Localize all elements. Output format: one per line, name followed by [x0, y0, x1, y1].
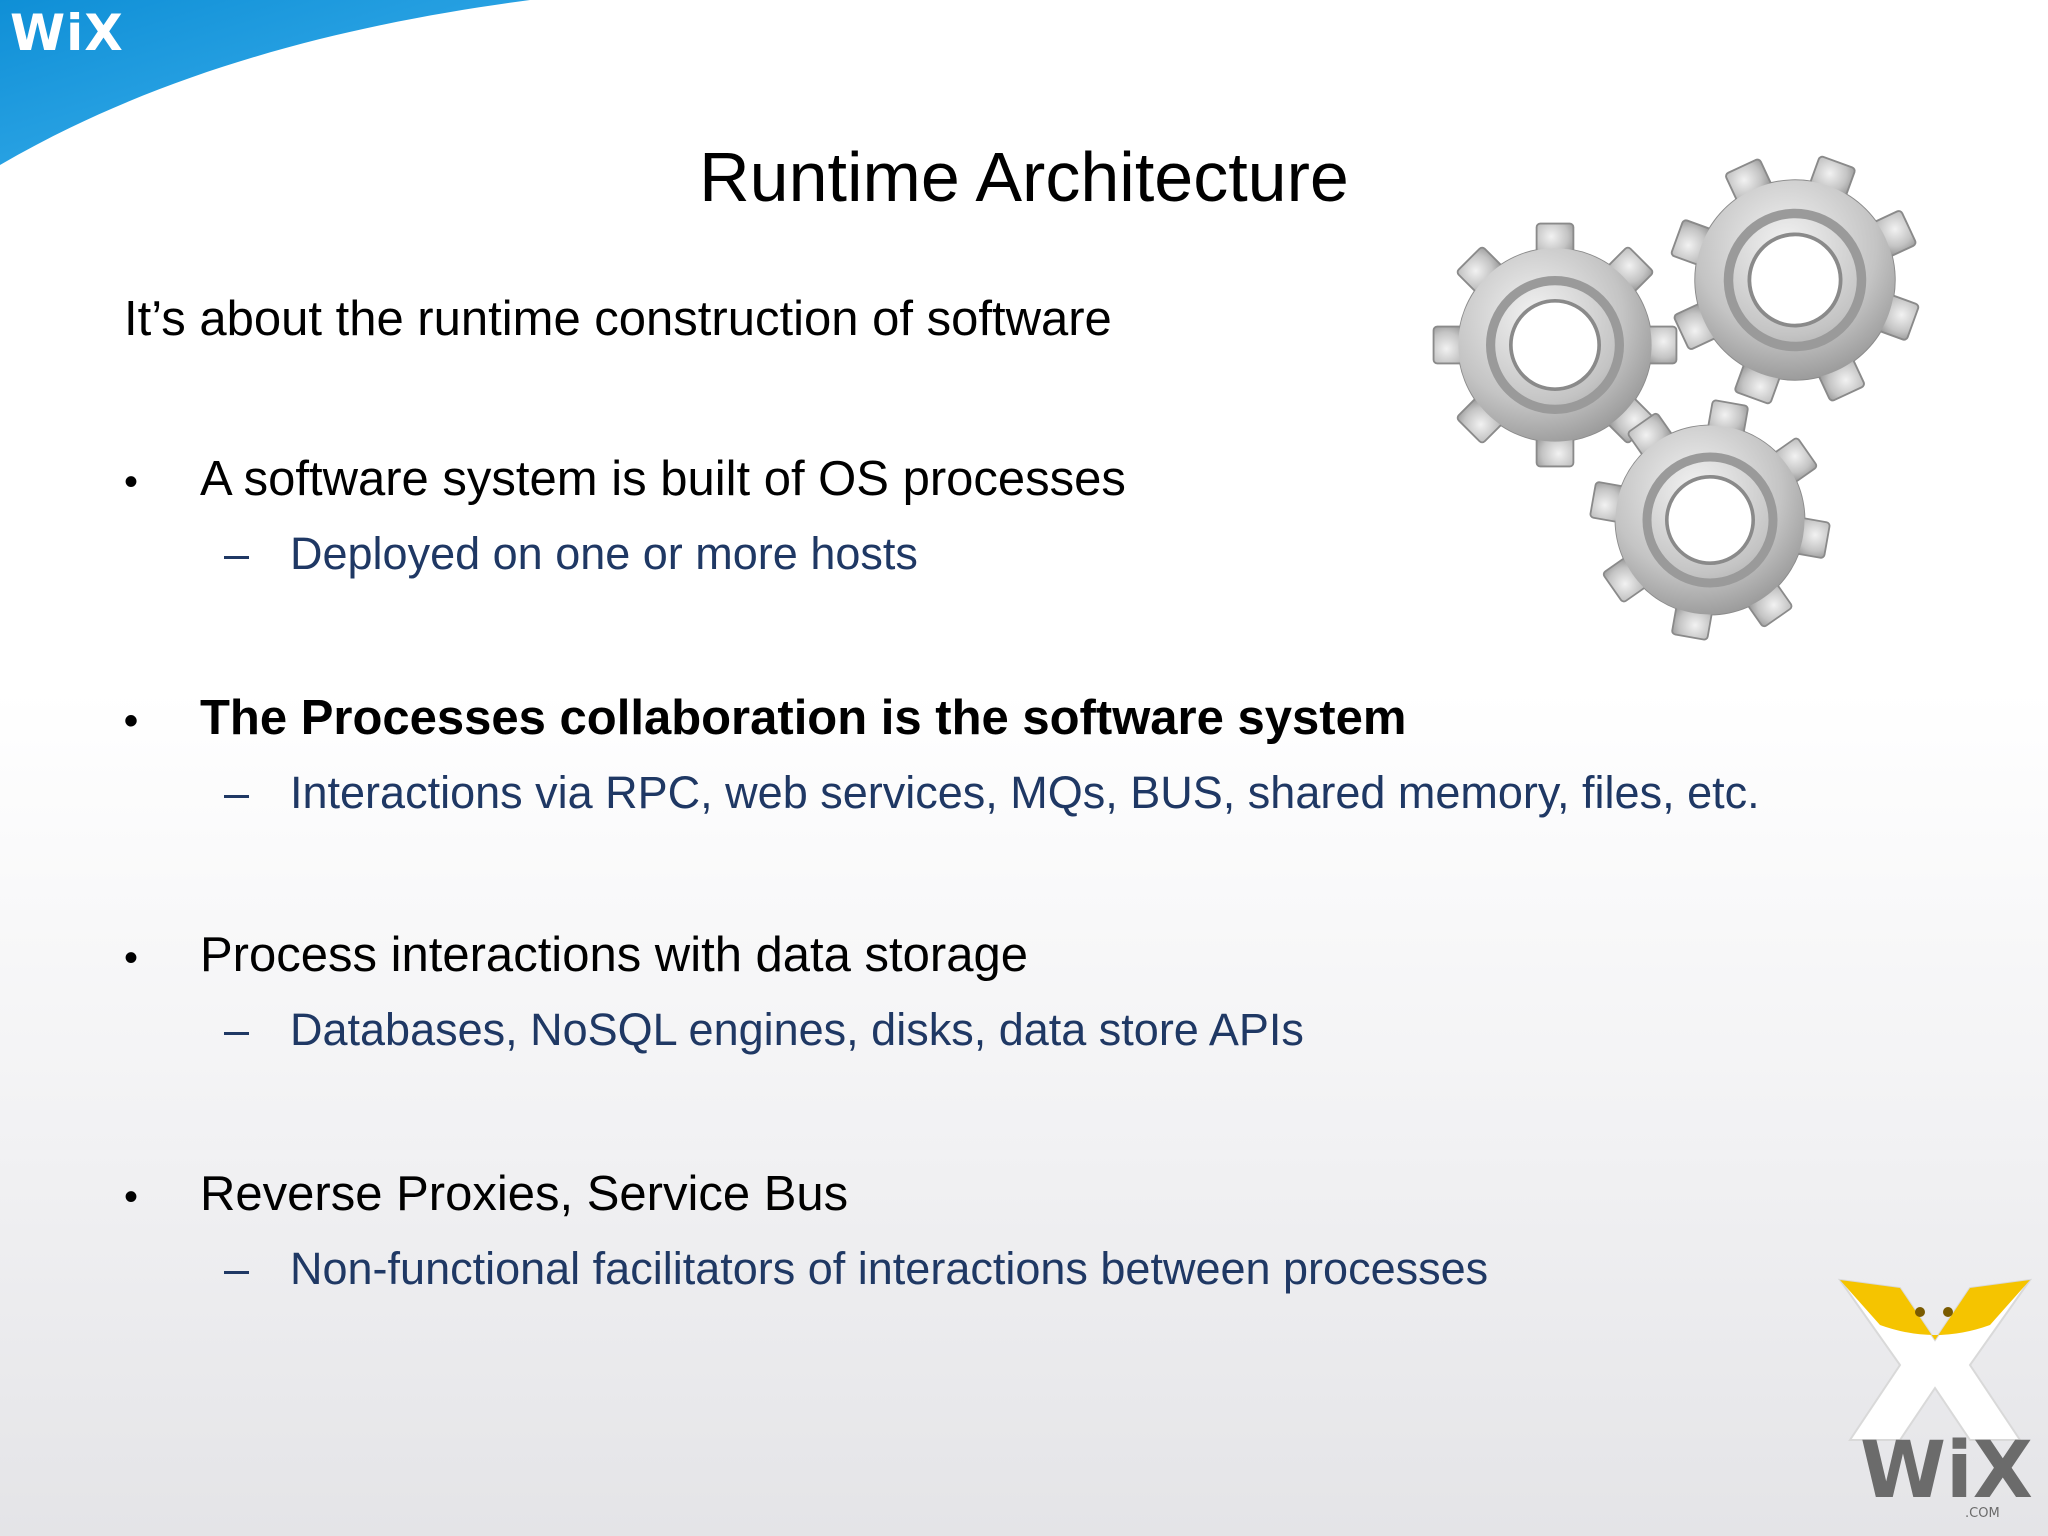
bullet-dot: • — [124, 1175, 139, 1219]
bullet-item: • A software system is built of OS proce… — [124, 450, 1126, 581]
intro-text: It’s about the runtime construction of s… — [124, 292, 1112, 346]
sub-bullet-text: Non-functional facilitators of interacti… — [290, 1242, 1489, 1294]
bullet-item: • Reverse Proxies, Service Bus – Non-fun… — [124, 1165, 1488, 1296]
sub-dash: – — [224, 527, 250, 579]
bullet-text: Process interactions with data storage — [200, 928, 1028, 982]
sub-bullet-text: Databases, NoSQL engines, disks, data st… — [290, 1003, 1304, 1055]
sub-bullet-text: Deployed on one or more hosts — [290, 527, 918, 579]
wix-mascot-icon — [1837, 1278, 2033, 1441]
bullet-text: The Processes collaboration is the softw… — [200, 691, 1407, 745]
bullet-item: • The Processes collaboration is the sof… — [124, 689, 1760, 820]
gears-icon — [1410, 140, 1970, 680]
bullet-text: A software system is built of OS process… — [200, 452, 1126, 506]
sub-dash: – — [224, 766, 250, 818]
sub-dash: – — [224, 1003, 250, 1055]
sub-bullet-text: Interactions via RPC, web services, MQs,… — [290, 766, 1760, 818]
slide-title: Runtime Architecture — [699, 137, 1349, 216]
corner-swoosh — [0, 0, 530, 165]
wix-logo-top: WiX — [10, 8, 124, 58]
bullet-dot: • — [124, 460, 139, 504]
bullet-dot: • — [124, 936, 139, 980]
bullet-text: Reverse Proxies, Service Bus — [200, 1167, 849, 1221]
sub-dash: – — [224, 1242, 250, 1294]
bullet-item: • Process interactions with data storage… — [124, 926, 1304, 1057]
wix-logo-text: WiX — [10, 4, 124, 62]
bullet-dot: • — [124, 699, 139, 743]
wix-logo-bottom-suffix: .COM — [1965, 1506, 2000, 1521]
wix-logo-bottom: WiX — [1860, 1426, 2033, 1516]
